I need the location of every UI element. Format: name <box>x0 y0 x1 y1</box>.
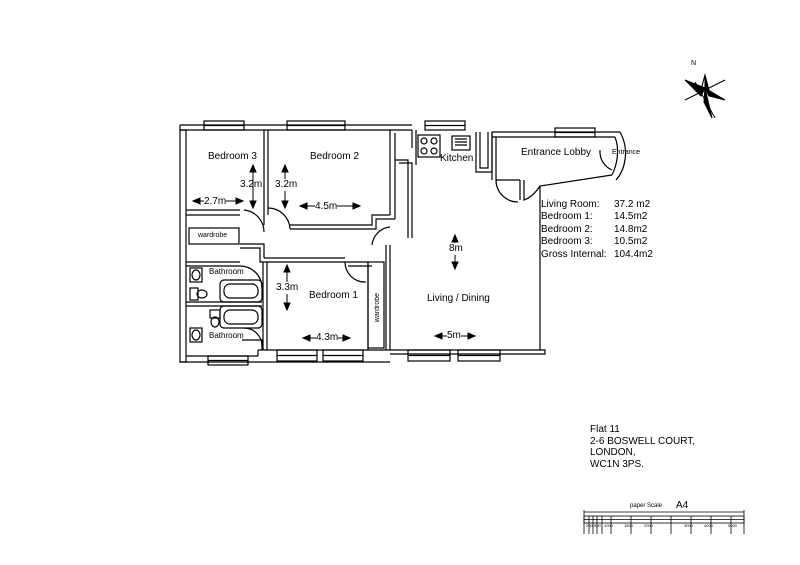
area-label: Bedroom 2: <box>541 223 593 235</box>
bathtub <box>219 305 263 329</box>
scale-tick-label: 5000 <box>728 523 737 528</box>
bathtub <box>219 279 263 303</box>
toilet <box>189 287 199 301</box>
toilet <box>209 309 221 319</box>
living-label: Living / Dining <box>427 293 490 304</box>
address-line: LONDON, <box>590 447 636 458</box>
scale-bar <box>583 510 745 534</box>
area-row: Bedroom 3: 10.5m2 <box>541 236 653 248</box>
bedroom1-depth: 3.3m <box>276 282 299 294</box>
living-depth: 8m <box>449 243 463 255</box>
scale-tick-label: 500 <box>594 523 601 528</box>
area-label: Bedroom 3: <box>541 236 593 248</box>
bedroom2-width: 4.5m <box>315 201 338 213</box>
outer-wall-east <box>611 131 627 181</box>
bathtub-inner <box>223 283 259 299</box>
area-value: 10.5m2 <box>614 236 648 248</box>
area-row: Bedroom 1: 14.5m2 <box>541 211 653 223</box>
bedroom2-depth: 3.2m <box>275 179 298 191</box>
bedroom1-width: 4.3m <box>316 332 339 344</box>
door-swing <box>243 209 265 233</box>
area-row: Gross Internal: 104.4m2 <box>541 249 653 261</box>
wardrobe-vertical-label: wardrobe <box>374 293 381 323</box>
scale-tick-label: 1000 <box>604 523 613 528</box>
north-arrow <box>684 73 726 119</box>
door-swing <box>267 207 291 230</box>
area-row: Living Room: 37.2 m2 <box>541 199 653 211</box>
wardrobe-label: wardrobe <box>198 232 228 239</box>
area-value: 14.5m2 <box>614 211 648 223</box>
entrance-lobby-label: Entrance Lobby <box>521 147 592 158</box>
area-label: Living Room: <box>541 199 600 210</box>
area-value: 14.8m2 <box>614 223 648 235</box>
basin <box>189 267 203 283</box>
kitchen-label: Kitchen <box>440 153 474 164</box>
door-swing <box>344 261 367 283</box>
bathroom-lower-label: Bathroom <box>209 331 244 340</box>
area-row: Bedroom 2: 14.8m2 <box>541 224 653 236</box>
basin <box>189 327 203 343</box>
address-line: WC1N 3PS. <box>590 458 644 470</box>
sink <box>451 135 471 151</box>
door-swing <box>239 265 263 289</box>
scale-tick-label: 4000 <box>704 523 713 528</box>
door-swing <box>371 226 391 246</box>
entrance-label: Entrance <box>612 149 641 156</box>
living-width: 5m <box>447 330 461 342</box>
bedroom1-label: Bedroom 1 <box>309 290 358 301</box>
wardrobe-v-box <box>367 261 385 349</box>
scale-tick-label: 2000 <box>644 523 653 528</box>
address-line: Flat 11 <box>590 424 620 435</box>
area-label: Bedroom 1: <box>541 211 593 223</box>
scale-tick-label: 1500 <box>624 523 633 528</box>
bedroom3-label: Bedroom 3 <box>208 151 257 162</box>
wardrobe-h-box <box>188 227 240 245</box>
bedroom2-label: Bedroom 2 <box>310 151 359 162</box>
bedroom3-depth: 3.2m <box>240 179 263 190</box>
area-value: 104.4m2 <box>614 248 653 260</box>
scale-tick-label: 3000 <box>684 523 693 528</box>
door-swing <box>495 179 519 203</box>
door-swing <box>599 149 613 171</box>
outer-wall-south-living <box>390 349 546 355</box>
bedroom3-width: 2.7m <box>204 196 227 208</box>
north-label: N <box>691 60 697 67</box>
outer-wall-west <box>179 125 187 363</box>
address-block: Flat 11 2-6 BOSWELL COURT, LONDON, WC1N … <box>590 424 695 470</box>
hob <box>417 134 441 158</box>
scale-size: A4 <box>676 500 689 511</box>
areas-table: Living Room: 37.2 m2 Bedroom 1: 14.5m2 Bed… <box>541 199 653 261</box>
door-swing <box>243 327 263 347</box>
area-value: 37.2 m2 <box>614 199 651 210</box>
area-label: Gross Internal: <box>541 248 607 260</box>
scale-caption: paper Scale <box>630 503 663 509</box>
address-line: 2-6 BOSWELL COURT, <box>590 435 696 447</box>
scale-tick-label: 200 <box>586 523 593 528</box>
bathtub-inner <box>223 309 259 325</box>
bathroom-upper-label: Bathroom <box>209 267 244 276</box>
